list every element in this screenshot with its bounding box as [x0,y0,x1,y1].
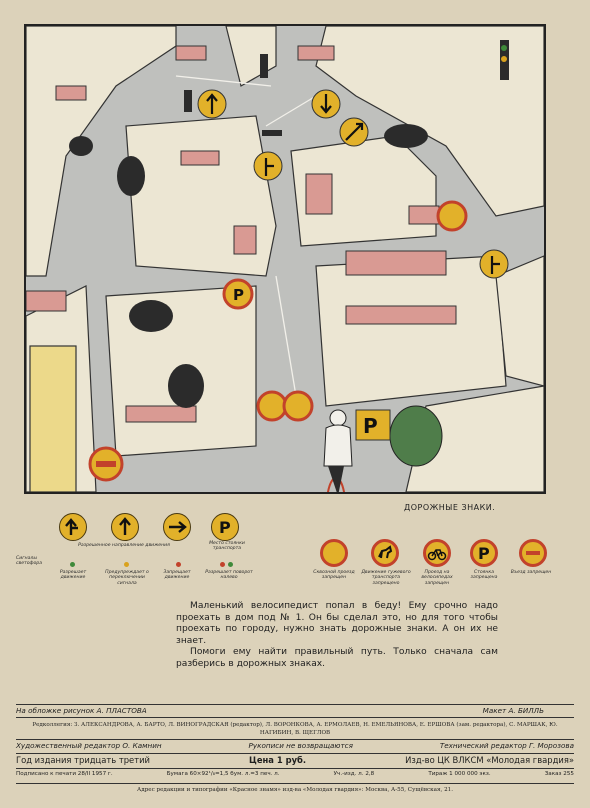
legend-sign-right [163,513,191,541]
legend-caption-no-bicycle: Проезд на велосипедах запрещен [421,570,453,586]
publisher: Изд-во ЦК ВЛКСМ «Молодая гвардия» [405,755,574,765]
signal-dot-yellow [124,562,129,567]
parking-p-icon: P [219,518,231,537]
imprint-print-row: Подписано к печати 28/II 1957 г. Бумага … [16,771,574,777]
legend-caption-no-through: Сквозной проезд запрещен [313,570,355,581]
year-of-issue: Год издания тридцать третий [16,755,150,765]
arrow-up-icon [119,517,131,535]
cyclist-illustration [323,409,353,492]
layout-credit: Макет А. БИЛЛЬ [482,706,544,715]
imprint-rule-3 [16,739,574,740]
imprint-rule-5 [16,768,574,769]
yellow-house [29,345,77,492]
arrow-right-icon [169,521,187,533]
signal-dot-green [70,562,75,567]
legend-sign-turn-right [59,513,87,541]
legend-sign-no-parking: P [470,539,498,567]
print-run: Тираж 1 000 000 экз. [428,771,491,777]
print-address: Адрес редакции и типографии «Красное зна… [137,787,453,793]
signed-for-print: Подписано к печати 28/II 1957 г. [16,771,113,777]
no-animal-icon [378,545,393,559]
signal-caption-left: Разрешает поворот налево [205,570,253,581]
city-map-illustration: P P [24,24,546,494]
svg-text:P: P [233,286,244,304]
imprint-cover-row: На обложке рисунок А. ПЛАСТОВА Макет А. … [16,706,574,715]
city-map-drawing: P P [26,26,544,492]
block-bottom-center [315,255,507,407]
no-entry-icon [324,543,344,563]
signal-caption-stop: Запрещает движение [163,570,191,581]
map-signs: P P [88,89,509,482]
block-top-right [315,26,544,217]
bicycle-icon [427,549,447,561]
signal-dot-red [176,562,181,567]
legend-sign-parking: P [211,513,239,541]
svg-text:P: P [363,414,378,438]
legend-caption-no-entry: Въезд запрещен [510,570,552,575]
legend-caption-parking: Место стоянки транспорта [209,541,245,552]
no-entry-bar-icon [526,551,540,555]
imprint-rule-top [16,704,574,705]
story-paragraph-1: Маленький велосипедист попал в беду! Ему… [176,601,498,646]
legend-sign-no-bicycle [423,539,451,567]
art-editor: Художественный редактор О. Камнин [16,741,162,750]
svg-text:P: P [219,518,231,537]
manuscripts-note: Рукописи не возвращаются [248,741,353,750]
imprint-price-row: Год издания тридцать третий Цена 1 руб. … [16,755,574,765]
no-parking-icon: P [478,544,490,563]
imprint-editors-row: Художественный редактор О. Камнин Рукопи… [16,741,574,750]
imprint-rule-4 [16,753,574,754]
block-right-edge [495,255,544,387]
order-number: Заказ 255 [544,771,574,777]
imprint-rule-2 [16,717,574,718]
signal-caption-go: Разрешает движение [59,570,87,581]
legend-sign-no-horse [371,539,399,567]
svg-text:P: P [478,544,490,563]
legend-sign-no-entry [519,539,547,567]
signal-dot-green-2 [228,562,233,567]
cover-credit: На обложке рисунок А. ПЛАСТОВА [16,706,147,715]
signal-dot-red-2 [220,562,225,567]
story-paragraph-2: Помоги ему найти правильный путь. Только… [176,647,498,669]
price: Цена 1 руб. [249,755,307,765]
legend-caption-no-parking: Стоянка запрещена [470,570,498,581]
legend-caption-no-horse: Движение гужевого транспорта запрещено [361,570,411,586]
signals-label: Сигналы светофора [16,556,43,567]
block-top-small [225,26,277,87]
story-text: Маленький велосипедист попал в беду! Ему… [176,601,498,671]
legend-title: ДОРОЖНЫЕ ЗНАКИ. [404,503,496,512]
publisher-sheets: Уч.-изд. л. 2,8 [333,771,375,777]
legend-sign-straight [111,513,139,541]
legend-sign-no-through [320,539,348,567]
legend-caption-direction: Разрешенное направление движения [78,543,170,548]
signal-caption-warn: Предупреждает о переключении сигнала [105,570,149,586]
editorial-board: Редколлегия: З. АЛЕКСАНДРОВА, А. БАРТО, … [32,722,558,736]
arrow-right-turn-icon [65,518,78,535]
imprint-rule-6 [16,783,574,784]
tech-editor: Технический редактор Г. Морозова [439,741,574,750]
paper-format: Бумага 60×92¹/₈=1,5 бум. л.=3 печ. л. [166,771,280,777]
